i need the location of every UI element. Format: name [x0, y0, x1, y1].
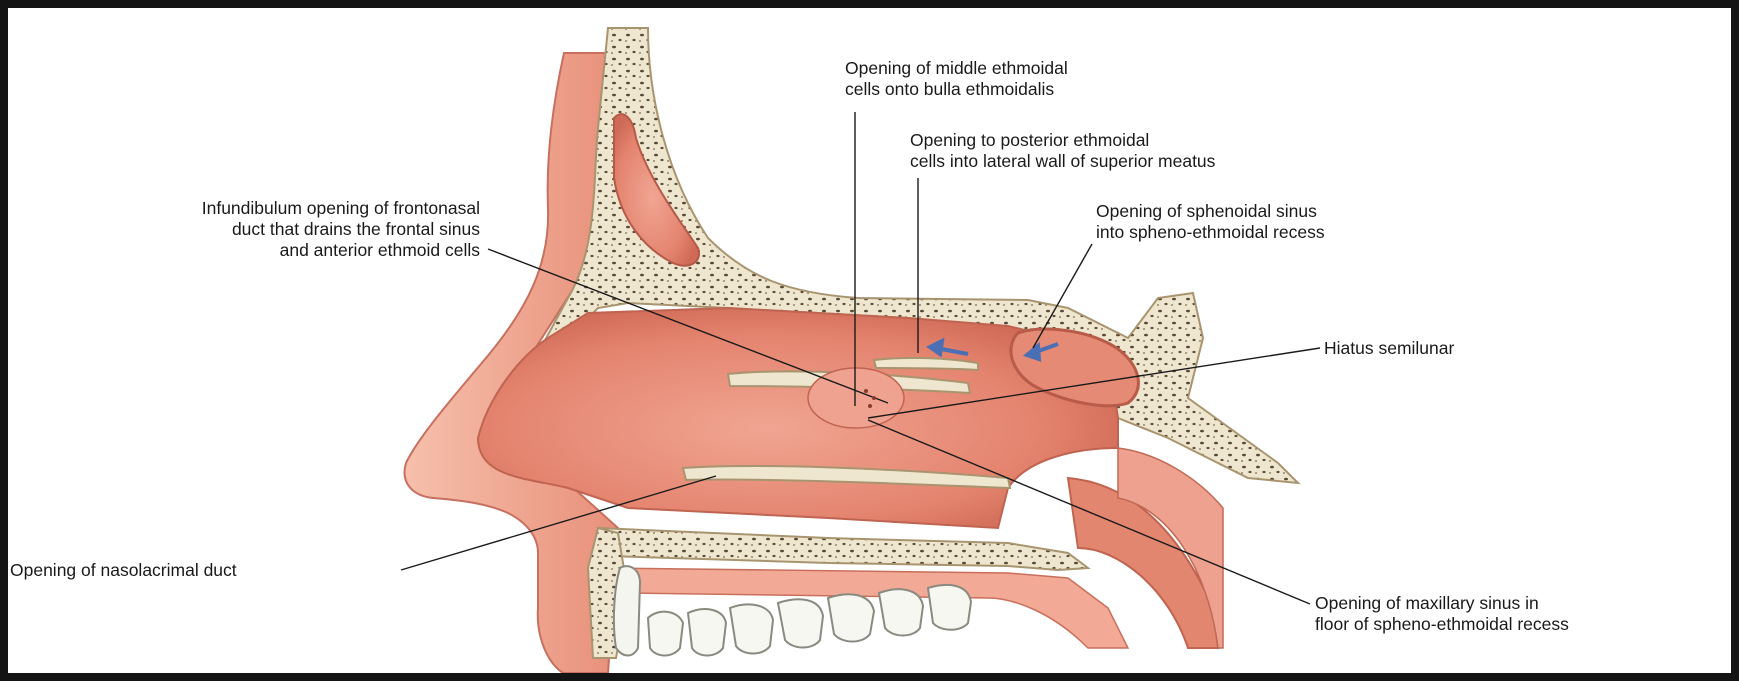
- figure-panel: Opening of middle ethmoidal cells onto b…: [8, 8, 1731, 673]
- incisor: [614, 566, 640, 655]
- label-infundibulum: Infundibulum opening of frontonasal duct…: [10, 198, 480, 261]
- label-maxillary: Opening of maxillary sinus in floor of s…: [1315, 593, 1569, 635]
- nasal-cavity-illustration: [8, 8, 1731, 673]
- hard-palate: [598, 528, 1088, 570]
- label-posterior-ethmoidal: Opening to posterior ethmoidal cells int…: [910, 130, 1215, 172]
- label-hiatus: Hiatus semilunar: [1324, 338, 1454, 359]
- label-nasolacrimal: Opening of nasolacrimal duct: [10, 560, 237, 581]
- label-middle-ethmoidal: Opening of middle ethmoidal cells onto b…: [845, 58, 1068, 100]
- label-sphenoidal: Opening of sphenoidal sinus into spheno-…: [1096, 201, 1325, 243]
